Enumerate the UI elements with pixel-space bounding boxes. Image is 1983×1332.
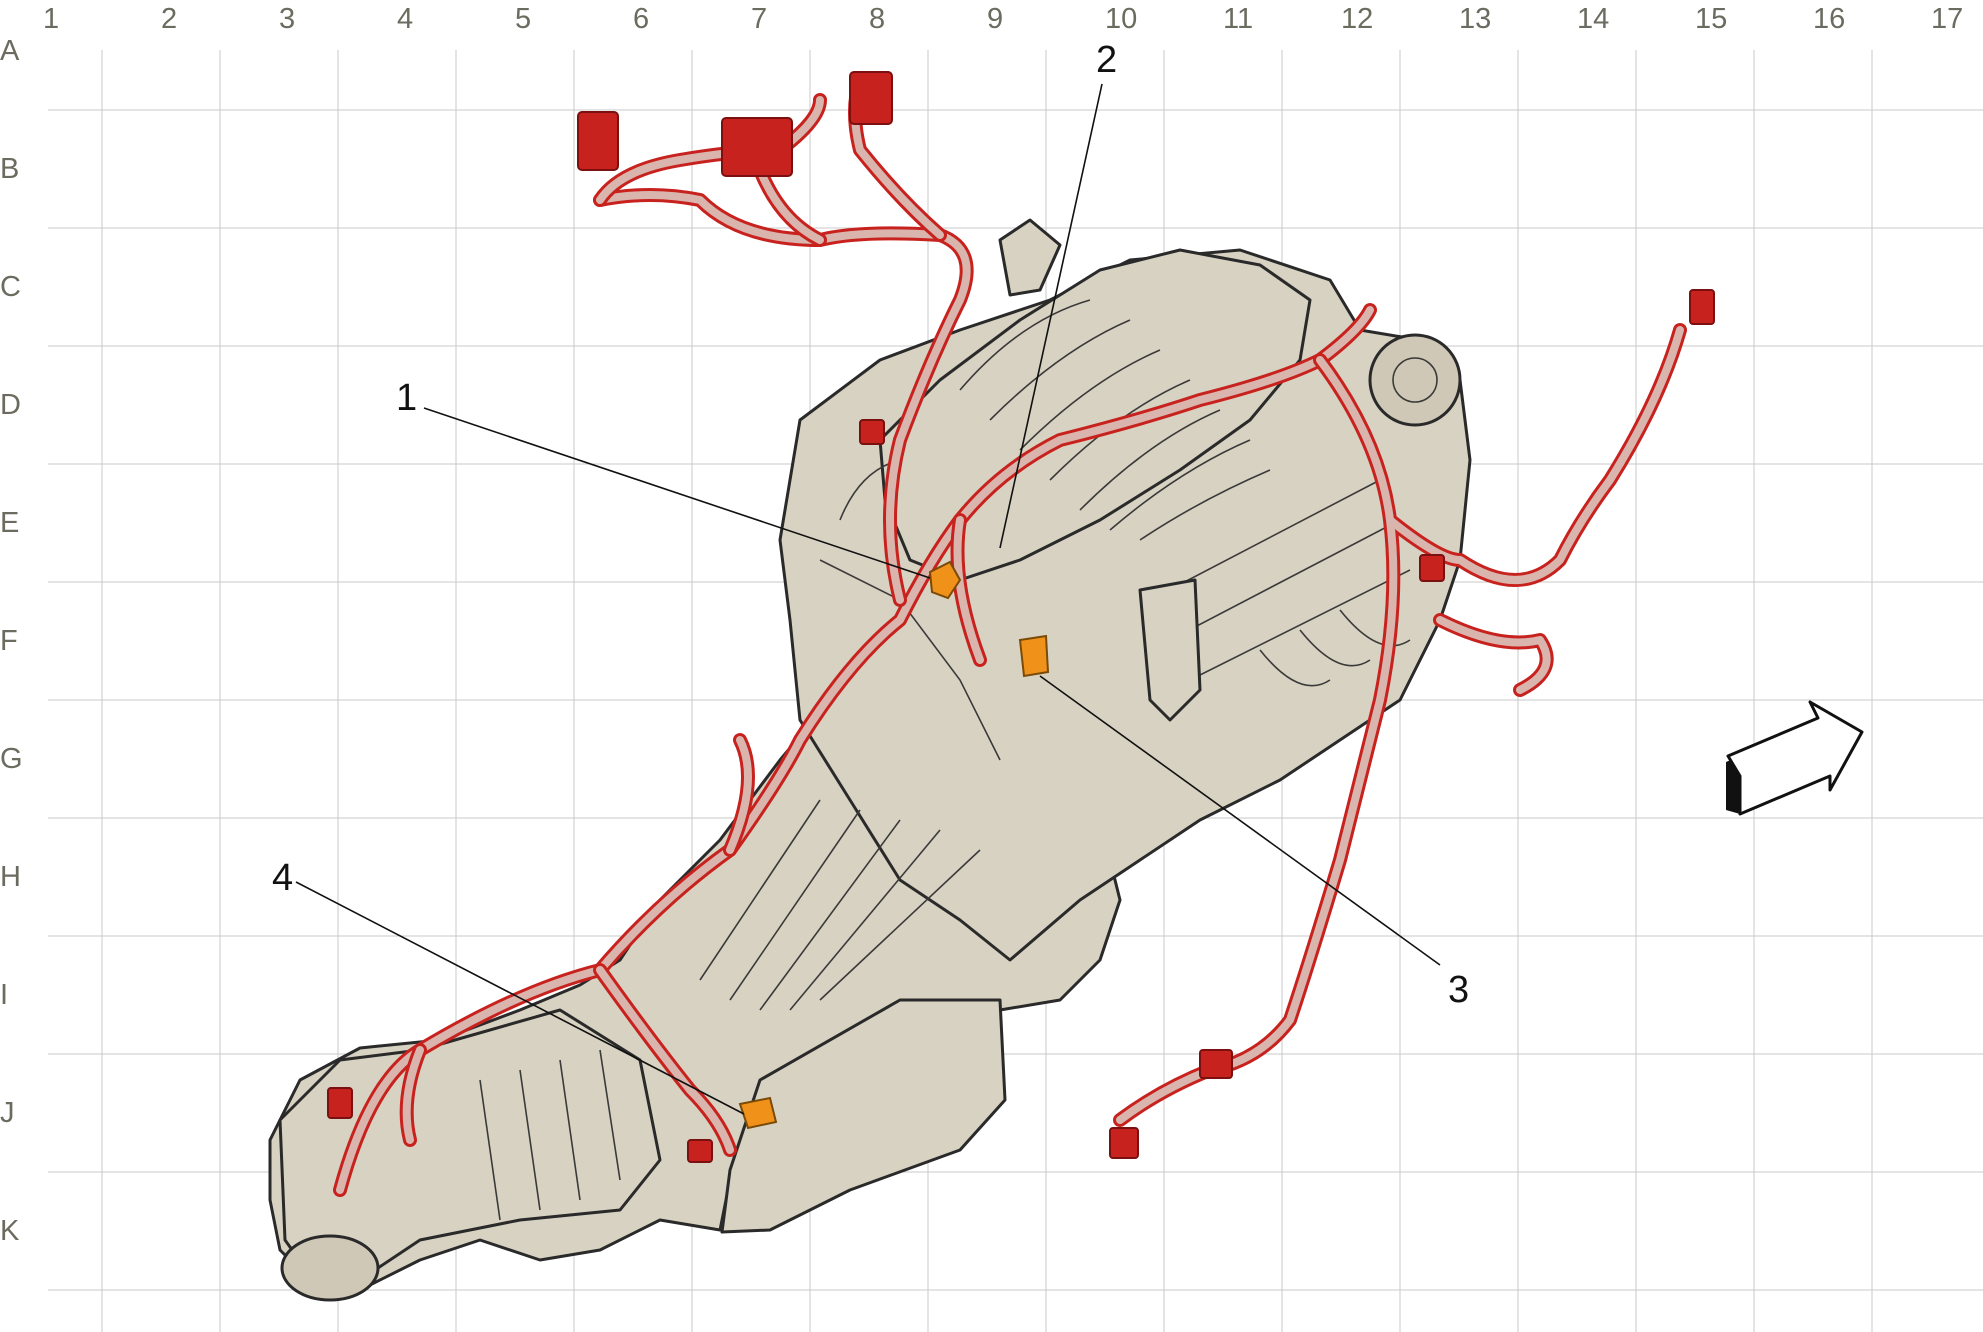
grid-row-label: H [0, 861, 21, 893]
grid-column-label: 12 [1341, 3, 1373, 35]
engine-transmission-assembly [268, 218, 1472, 1302]
engine-mount-bracket [1138, 578, 1202, 722]
harness-connector-c15 [1689, 289, 1715, 325]
harness-connector-d9 [859, 419, 885, 445]
grid-column-label: 17 [1931, 3, 1963, 35]
harness-connector-j7 [687, 1139, 713, 1163]
callout-4: 4 [272, 857, 293, 899]
grid-column-label: 2 [161, 3, 177, 35]
grid-column-label: 5 [515, 3, 531, 35]
harness-connector-j4 [327, 1087, 353, 1119]
grid-column-label: 10 [1105, 3, 1137, 35]
grid-column-label: 11 [1223, 3, 1253, 35]
transmission-detail-lines [479, 799, 981, 1221]
grid-row-label: E [0, 507, 19, 539]
engine-wiring-harness [327, 71, 1715, 1197]
grid-row-label: D [0, 389, 21, 421]
grid-column-label: 16 [1813, 3, 1845, 35]
grid-row-labels: ABCDEFGHIJKL [0, 35, 23, 1247]
engine-detail-lines [819, 459, 1411, 761]
harness-connector-b8 [849, 71, 893, 125]
grid-column-label: 9 [987, 3, 1003, 35]
grid-row-label: C [0, 271, 21, 303]
leader-2 [999, 83, 1103, 549]
callout-leaders [295, 83, 1441, 1115]
grid-column-label: 13 [1459, 3, 1491, 35]
lift-bracket [998, 218, 1062, 297]
direction-arrow-outline [1726, 700, 1864, 816]
grid-row-label: A [0, 35, 20, 67]
heat-shield [720, 998, 1007, 1234]
alternator-hub [1392, 357, 1438, 403]
grid-column-label: 7 [751, 3, 767, 35]
highlight-component-3 [1018, 634, 1050, 678]
grid-column-label: 1 [43, 3, 59, 35]
leader-4 [295, 881, 745, 1115]
harness-connector-b6 [577, 111, 619, 171]
grid-row-label: K [0, 1215, 20, 1247]
callout-1: 1 [396, 377, 417, 419]
output-flange [280, 1234, 380, 1302]
harness-connector-b7 [721, 117, 793, 177]
grid-row-label: G [0, 743, 23, 775]
leader-3 [1039, 675, 1441, 966]
grid-column-label: 4 [397, 3, 413, 35]
grid-column-label: 3 [279, 3, 295, 35]
callout-numbers: 1 2 3 4 [272, 39, 1469, 1011]
callout-3: 3 [1448, 969, 1469, 1011]
harness-connector-e13 [1419, 554, 1445, 582]
harness-connector-i12 [1199, 1049, 1233, 1079]
grid-row-label: B [0, 153, 19, 185]
alternator [1368, 333, 1462, 427]
direction-arrow-icon [1726, 700, 1864, 816]
callout-2: 2 [1096, 39, 1117, 81]
grid-column-label: 8 [869, 3, 885, 35]
harness-main-trunk-sheath [336, 306, 1374, 1194]
highlight-component-4 [738, 1096, 778, 1130]
grid-column-label: 14 [1577, 3, 1609, 35]
grid-row-label: I [0, 979, 8, 1011]
harness-connector-j11 [1109, 1127, 1139, 1159]
grid-row-label: F [0, 625, 18, 657]
grid-row-label: J [0, 1097, 15, 1129]
highlight-component-1 [928, 560, 962, 600]
grid-column-label: 6 [633, 3, 649, 35]
grid-column-label: 15 [1695, 3, 1727, 35]
leader-1 [423, 407, 931, 579]
